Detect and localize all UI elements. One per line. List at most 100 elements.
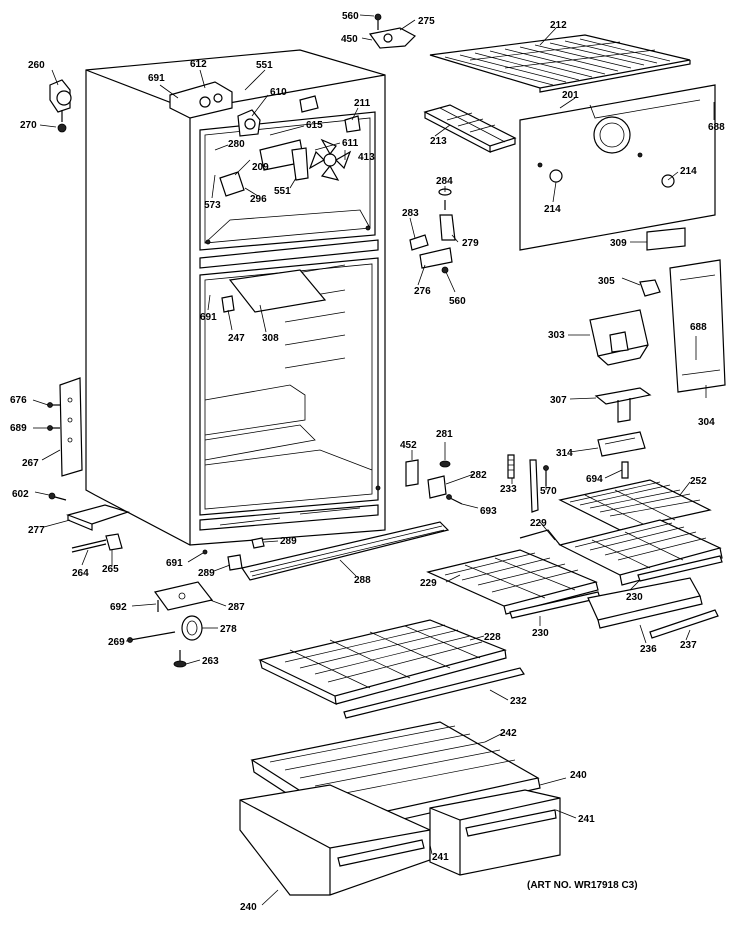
part-label: 551: [256, 60, 273, 71]
part-label: 233: [500, 484, 517, 495]
part-label: 308: [262, 333, 279, 344]
part-label: 280: [228, 139, 245, 150]
part-label: 232: [510, 696, 527, 707]
part-label: 560: [449, 296, 466, 307]
part-label: 688: [708, 122, 725, 133]
crisper-drawer-left: [239, 784, 431, 896]
evaporator-fan: [308, 138, 352, 181]
part-label: 229: [420, 578, 437, 589]
clip-289-a: [251, 537, 265, 549]
freezer-wire-shelf: [429, 34, 691, 93]
part-label: 413: [358, 152, 375, 163]
part-label: 270: [20, 120, 37, 131]
part-label: 229: [530, 518, 547, 529]
part-label: 570: [540, 486, 557, 497]
part-label: 693: [480, 506, 497, 517]
part-label: 247: [228, 333, 245, 344]
part-label: 676: [10, 395, 27, 406]
part-label: 281: [436, 429, 453, 440]
part-label: 212: [550, 20, 567, 31]
trim-230-b: [637, 555, 723, 582]
part-label: 305: [598, 276, 615, 287]
top-right-hinge: [368, 13, 416, 49]
part-label: 692: [110, 602, 127, 613]
damper-parts: [409, 188, 456, 274]
part-label: 610: [270, 87, 287, 98]
bracket-287: [153, 581, 214, 611]
control-box-314: [597, 431, 646, 457]
part-label: 303: [548, 330, 565, 341]
part-label: 573: [204, 200, 221, 211]
ice-tray: [423, 104, 517, 153]
part-label: 230: [626, 592, 643, 603]
misc-hardware: [405, 454, 549, 513]
part-label: 289: [280, 536, 297, 547]
part-label: 242: [500, 728, 517, 739]
part-label: 265: [102, 564, 119, 575]
part-label: 211: [354, 98, 371, 109]
part-label: 612: [190, 59, 207, 70]
shelf-hook: [519, 529, 561, 546]
part-label: 551: [274, 186, 291, 197]
fan-bracket: [291, 147, 309, 181]
part-label: 615: [306, 120, 323, 131]
shelf-252: [558, 479, 712, 531]
part-label: 209: [252, 162, 269, 173]
part-label: 691: [200, 312, 217, 323]
part-label: 264: [72, 568, 89, 579]
part-label: 213: [430, 136, 447, 147]
top-hinge: [49, 79, 72, 133]
part-label: 276: [414, 286, 431, 297]
evaporator-cover-201: [519, 84, 716, 251]
part-label: 241: [578, 814, 595, 825]
part-label: 240: [240, 902, 257, 913]
part-label: 288: [354, 575, 371, 586]
trim-232: [343, 667, 525, 719]
part-label: 241: [432, 852, 449, 863]
part-label: 214: [680, 166, 697, 177]
part-label: 560: [342, 11, 359, 22]
control-assembly: [169, 81, 361, 171]
leader-lines: [32, 14, 715, 906]
part-label: 602: [12, 489, 29, 500]
part-label: 252: [690, 476, 707, 487]
air-duct-304: [669, 259, 726, 393]
part-label: 452: [400, 440, 417, 451]
part-label: 214: [544, 204, 561, 215]
trim-237: [649, 609, 719, 639]
bracket-307: [594, 387, 652, 423]
damper-housing-303: [589, 309, 649, 366]
part-label: 279: [462, 238, 479, 249]
part-label: 314: [556, 448, 573, 459]
part-label: 309: [610, 238, 627, 249]
part-label: 304: [698, 417, 715, 428]
part-label: 287: [228, 602, 245, 613]
part-label: 283: [402, 208, 419, 219]
pan-236: [587, 577, 703, 629]
pin-694: [621, 461, 629, 479]
part-label: 236: [640, 644, 657, 655]
fan-motor: [219, 171, 245, 197]
kickplate-288: [241, 521, 450, 581]
part-label: 691: [166, 558, 183, 569]
part-label: 694: [586, 474, 603, 485]
screw-691: [202, 549, 208, 555]
side-hinge-267: [47, 377, 83, 477]
part-label: 269: [108, 637, 125, 648]
part-label: 282: [470, 470, 487, 481]
part-label: 296: [250, 194, 267, 205]
part-label: 201: [562, 90, 579, 101]
art-number: (ART NO. WR17918 C3): [527, 880, 638, 891]
part-label: 689: [10, 423, 27, 434]
part-label: 691: [148, 73, 165, 84]
label-card-309: [646, 227, 686, 251]
knob-305: [639, 279, 661, 297]
part-label: 307: [550, 395, 567, 406]
part-label: 275: [418, 16, 435, 27]
part-label: 237: [680, 640, 697, 651]
part-label: 240: [570, 770, 587, 781]
part-label: 278: [220, 624, 237, 635]
part-label: 230: [532, 628, 549, 639]
clip-289-b: [227, 554, 243, 571]
